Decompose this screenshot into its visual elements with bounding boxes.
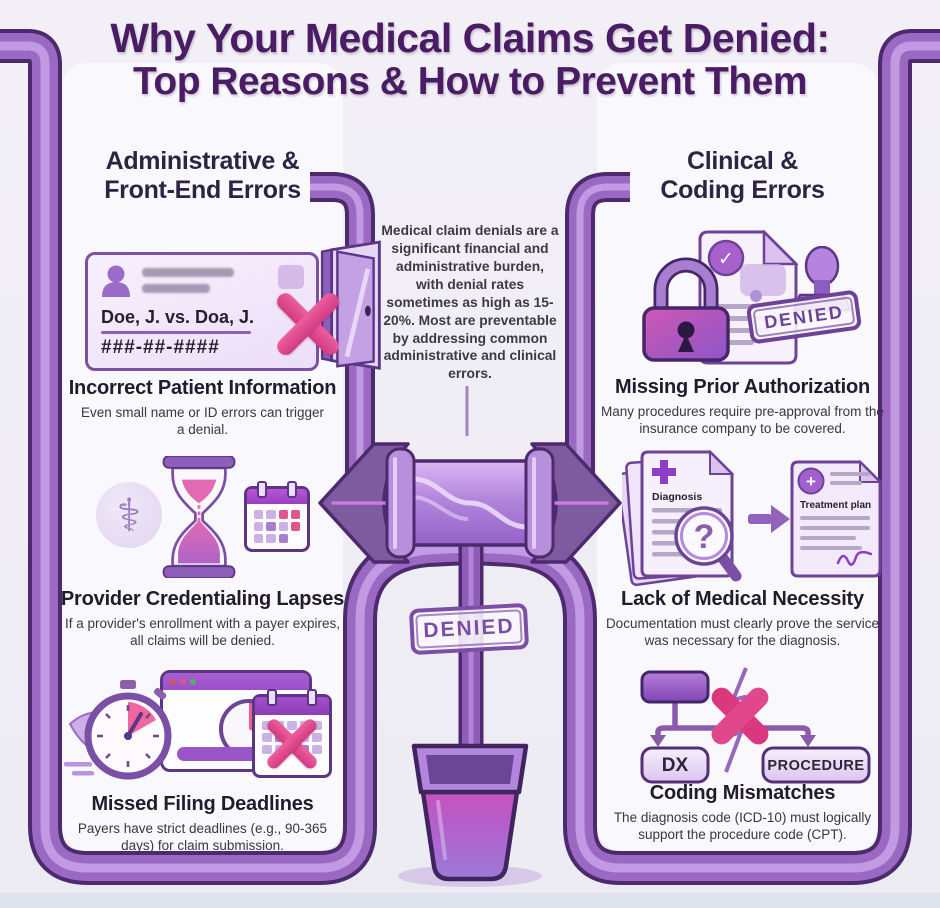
dx-box (640, 746, 710, 784)
redacted-text-line (142, 284, 210, 293)
item-title: Incorrect Patient Information (68, 377, 337, 399)
treatment-plan-icon: + Treatment plan (790, 459, 883, 583)
item-description: If a provider's enrollment with a payer … (65, 616, 340, 649)
item-description: Even small name or ID errors can trigger… (80, 405, 325, 438)
junction-cylinder (385, 447, 555, 559)
item-incorrect-patient-info: Incorrect Patient Information Even small… (50, 377, 355, 439)
card-name-compare: Doe, J. vs. Doa, J. (101, 307, 255, 327)
item-description: Documentation must clearly prove the ser… (605, 616, 880, 649)
right-column-heading: Clinical & Coding Errors (660, 147, 825, 204)
plus-icon: + (806, 472, 816, 491)
error-x-icon (268, 284, 348, 364)
item-description: The diagnosis code (ICD-10) must logical… (613, 810, 872, 843)
item-credentialing-lapses: Provider Credentialing Lapses If a provi… (50, 588, 355, 650)
item-description: Many procedures require pre-approval fro… (601, 404, 884, 437)
treatment-label: Treatment plan (800, 500, 871, 511)
center-intro-text: Medical claim denials are a significant … (381, 223, 559, 382)
item-coding-mismatches: Coding Mismatches The diagnosis code (IC… (590, 782, 895, 844)
item-title: Lack of Medical Necessity (621, 588, 864, 610)
item-title: Missing Prior Authorization (615, 376, 870, 398)
procedure-box (761, 746, 871, 784)
code-source-box (640, 670, 710, 704)
page-title: Why Your Medical Claims Get Denied: Top … (0, 16, 940, 104)
title-line-2: Top Reasons & How to Prevent Them (132, 60, 808, 104)
diagnosis-documents-icon: Diagnosis ? (616, 449, 742, 599)
card-id-mask: ###-##-#### (101, 337, 220, 358)
denied-tag: DENIED (408, 602, 530, 656)
left-column-heading: Administrative & Front-End Errors (104, 147, 301, 204)
card-divider (101, 331, 251, 334)
bottom-strip (0, 893, 940, 908)
title-line-1: Why Your Medical Claims Get Denied: (110, 15, 830, 61)
deadline-x-icon (260, 712, 324, 776)
redacted-text-line (142, 268, 234, 277)
dx-label: DX (662, 755, 689, 776)
person-icon (102, 265, 130, 297)
check-icon: ✓ (718, 249, 734, 270)
item-prior-authorization: Missing Prior Authorization Many procedu… (590, 376, 895, 438)
item-title: Coding Mismatches (649, 782, 836, 804)
item-medical-necessity: Lack of Medical Necessity Documentation … (590, 588, 895, 650)
item-missed-deadlines: Missed Filing Deadlines Payers have stri… (50, 793, 355, 855)
calendar-icon (244, 481, 310, 552)
item-title: Provider Credentialing Lapses (60, 588, 345, 610)
arrow-icon (748, 502, 790, 541)
padlock-icon (636, 250, 736, 367)
item-description: Payers have strict deadlines (e.g., 90-3… (77, 821, 328, 854)
stopwatch-icon (62, 678, 184, 793)
procedure-label: PROCEDURE (767, 758, 864, 774)
mismatch-x-icon (711, 687, 769, 745)
calendar-grid (247, 504, 307, 549)
hourglass-icon (158, 455, 240, 583)
trash-bin-icon (398, 743, 542, 887)
diagnosis-label: Diagnosis (652, 491, 702, 503)
question-mark: ? (694, 518, 715, 556)
coding-flowchart: DX PROCEDURE (630, 666, 880, 793)
caduceus-icon: ⚕ (96, 482, 162, 548)
item-title: Missed Filing Deadlines (91, 793, 314, 815)
